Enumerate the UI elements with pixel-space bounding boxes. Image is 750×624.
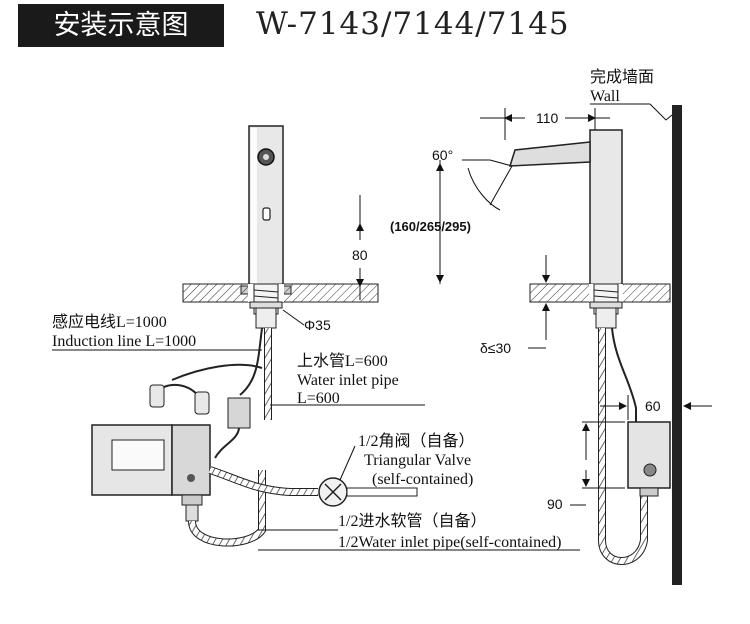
box-offset-label: 60 (645, 398, 661, 414)
angle-label: 60° (432, 147, 453, 163)
valve-label-cn: 1/2角阀（自备） (358, 432, 474, 450)
threaded-shank-side (589, 283, 623, 329)
inlet-pipe-cn: 上水管L=600 (297, 352, 388, 370)
inlet-pipe-length: L=600 (297, 390, 340, 407)
diagram-title: 安装示意图 (18, 4, 224, 47)
hose-label-cn: 1/2进水软管（自备） (338, 512, 486, 530)
wall-label-cn: 完成墙面 (590, 68, 654, 86)
thickness-label: δ≤30 (480, 340, 511, 356)
induction-line-en: Induction line L=1000 (52, 333, 196, 350)
connector-block (227, 397, 251, 429)
indicator-window (262, 207, 271, 221)
hose-label-en: 1/2Water inlet pipe(self-contained) (338, 534, 562, 551)
spout-length-label: 110 (536, 110, 559, 126)
right-faucet-view: 完成墙面 Wall 110 60° (160/265/295) (390, 68, 712, 585)
inlet-pipe-en: Water inlet pipe (297, 372, 399, 389)
finished-wall (672, 105, 682, 585)
faucet-body-side (589, 129, 623, 287)
height-dim-label: 80 (352, 247, 368, 263)
valve-label-note: (self-contained) (372, 471, 473, 488)
box-height-label: 90 (547, 496, 563, 512)
control-box-side (627, 421, 671, 497)
induction-line-cn: 感应电线L=1000 (52, 312, 167, 331)
diameter-label: Φ35 (304, 317, 331, 333)
wall-label-en: Wall (590, 88, 620, 105)
connector-plug (194, 391, 210, 415)
left-faucet-view: 80 Φ35 感应电线L=1000 Induction line L=1000 … (52, 125, 580, 551)
threaded-shank (249, 283, 283, 329)
connector-plug (149, 384, 165, 408)
control-box (91, 424, 211, 506)
height-options-label: (160/265/295) (390, 219, 471, 234)
triangular-valve (318, 477, 418, 507)
valve-label-en: Triangular Valve (364, 452, 471, 469)
model-number: W-7143/7144/7145 (256, 6, 570, 42)
spout (508, 141, 591, 167)
